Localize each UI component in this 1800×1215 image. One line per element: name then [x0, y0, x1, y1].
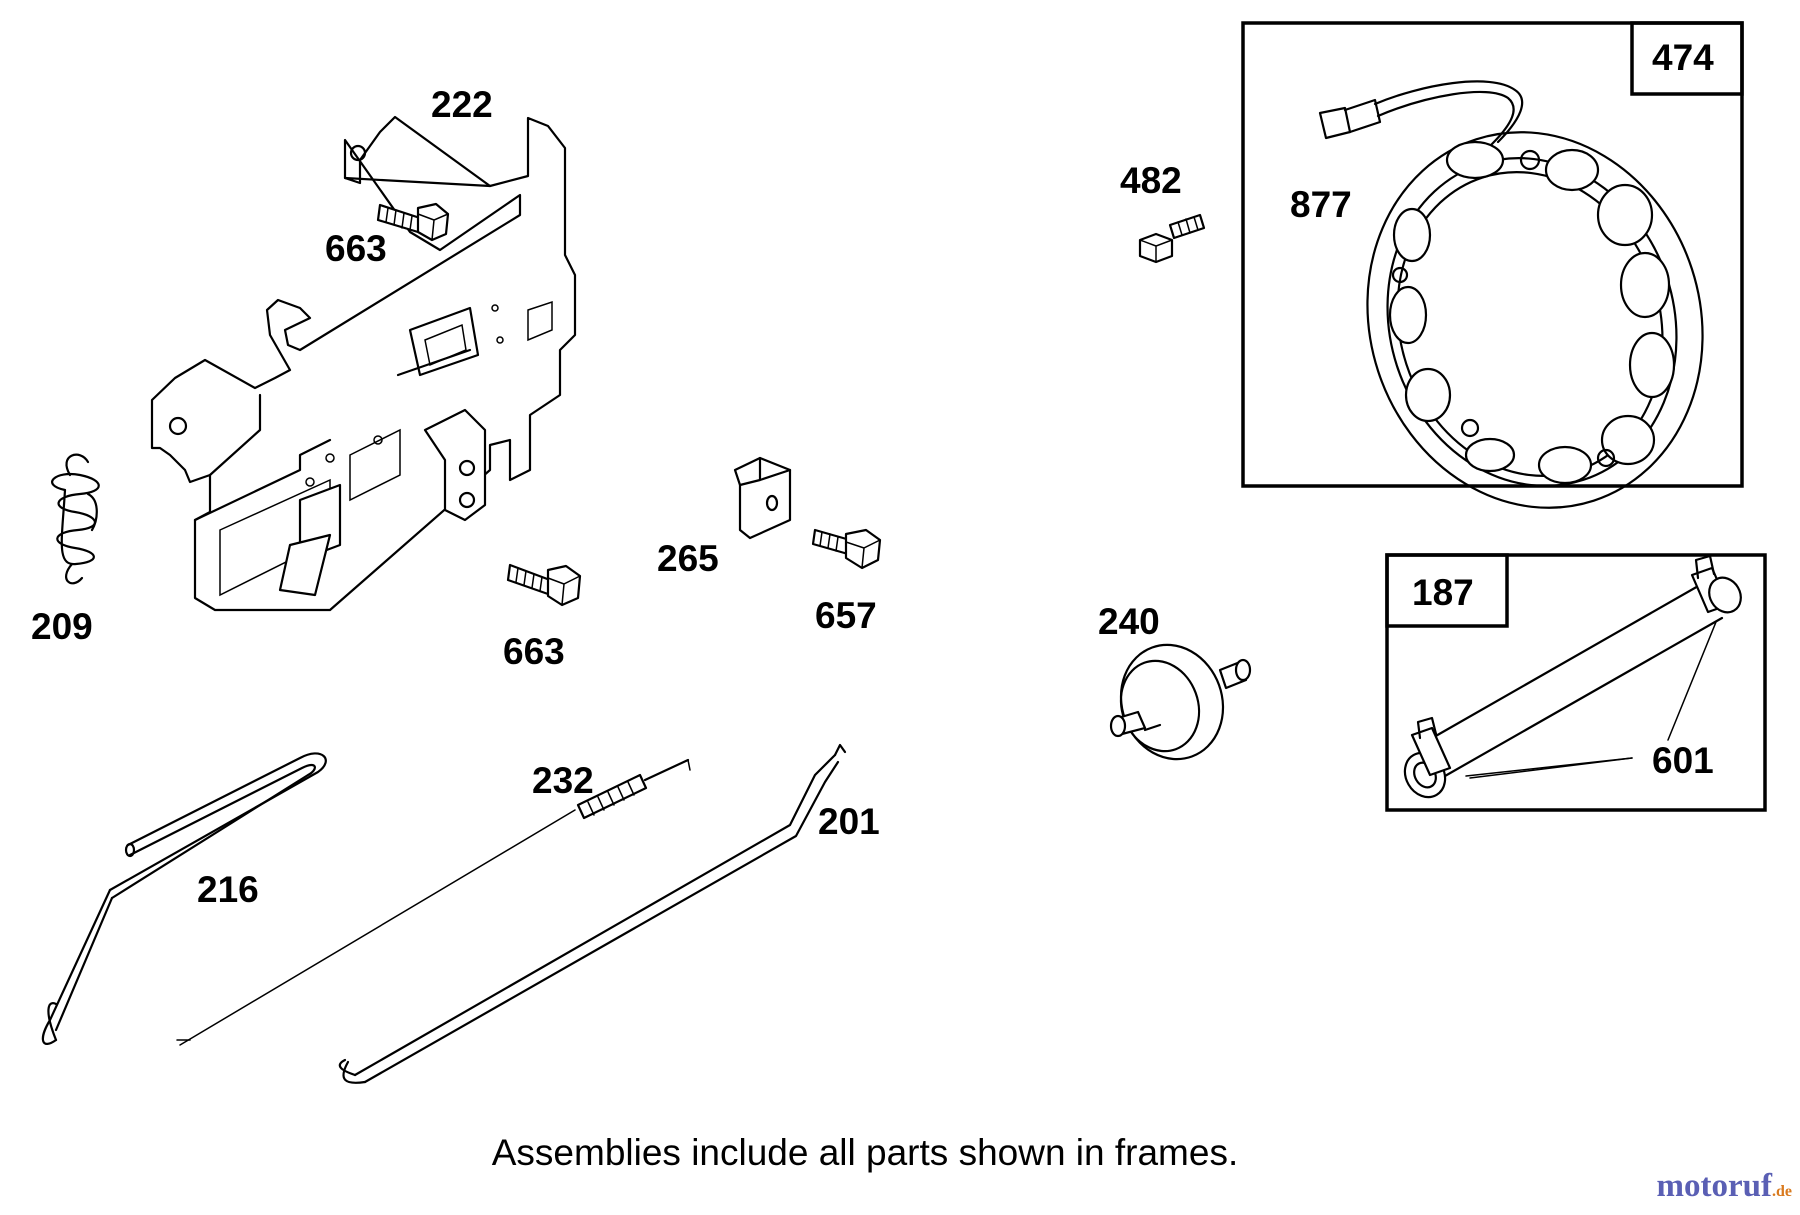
- callout-663-upper: 663: [325, 228, 387, 269]
- bolt-icon: [506, 563, 582, 607]
- clip-icon: [733, 456, 792, 540]
- control-bracket-icon: [150, 115, 577, 612]
- callout-877: 877: [1290, 184, 1352, 225]
- screw-icon: [811, 528, 882, 570]
- callout-474: 474: [1652, 37, 1714, 78]
- fuel-filter-icon: [1109, 643, 1252, 761]
- alternator-stator-icon: [1318, 80, 1704, 509]
- callout-216: 216: [197, 869, 259, 910]
- link-rod-icon: [338, 743, 847, 1084]
- callout-240: 240: [1098, 601, 1160, 642]
- callout-663-lower: 663: [503, 631, 565, 672]
- frame-label-box-474: [1630, 21, 1744, 96]
- callout-482: 482: [1120, 160, 1182, 201]
- bolt-icon: [376, 202, 450, 242]
- screw-icon: [1138, 213, 1206, 264]
- callout-601: 601: [1652, 740, 1714, 781]
- assembly-frame-474: [1241, 21, 1744, 488]
- fuel-line-icon: [1403, 554, 1742, 799]
- callout-265: 265: [657, 538, 719, 579]
- callout-201: 201: [818, 801, 880, 842]
- callout-209: 209: [31, 606, 93, 647]
- choke-link-icon: [41, 752, 327, 1045]
- callout-222: 222: [431, 84, 493, 125]
- governor-spring-icon: [176, 758, 691, 1046]
- assembly-frame-187: [1385, 553, 1767, 812]
- watermark-name: motoruf: [1656, 1168, 1772, 1204]
- callout-657: 657: [815, 595, 877, 636]
- callout-187: 187: [1412, 572, 1474, 613]
- callout-232: 232: [532, 760, 594, 801]
- diagram-caption: Assemblies include all parts shown in fr…: [491, 1132, 1239, 1173]
- frame-label-box-187: [1385, 553, 1509, 628]
- spring-icon: [51, 453, 100, 585]
- watermark-suffix: .de: [1772, 1183, 1792, 1200]
- watermark-logo: motoruf.de: [1657, 1168, 1792, 1205]
